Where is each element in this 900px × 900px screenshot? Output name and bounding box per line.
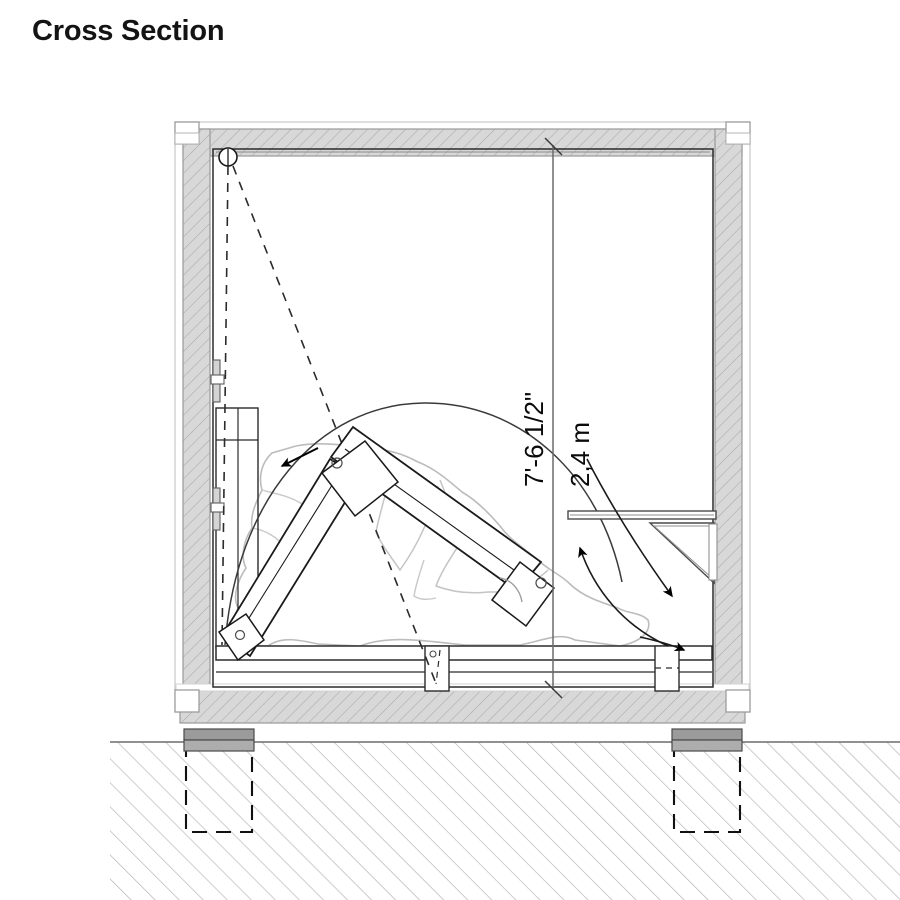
bed-platform <box>215 645 713 673</box>
shelf-bracket <box>648 522 718 585</box>
footing-left-dashed <box>184 742 254 834</box>
ground-fill <box>110 741 900 900</box>
interior-lining <box>212 148 714 688</box>
pier-right <box>671 728 743 752</box>
motion-arrow-bed <box>280 447 319 467</box>
motion-arrow-shelf-down <box>586 458 673 598</box>
motion-arrow-platform <box>639 636 686 652</box>
corner-casting-bottom-right <box>725 689 751 713</box>
bed-leg-center <box>424 645 450 692</box>
footing-right-dashed <box>672 742 742 834</box>
bed-leg-right <box>654 645 680 692</box>
corner-casting-top-right <box>725 121 751 145</box>
right-wall <box>714 128 743 690</box>
pier-left <box>183 728 255 752</box>
left-wall <box>182 128 211 690</box>
dimension-line-height <box>544 137 563 699</box>
corner-casting-bottom-left <box>174 689 200 713</box>
bed-swing-guide-lines <box>221 165 438 687</box>
fold-down-shelf <box>567 510 717 520</box>
dimension-label-metric: 2,4 m <box>565 422 595 487</box>
page-title: Cross Section <box>32 15 225 47</box>
motion-arrow-shelf-up <box>578 546 669 647</box>
wall-hinge-lower <box>210 487 225 531</box>
bed-hardware-plate <box>217 439 556 662</box>
bed-swing-arc <box>224 402 623 646</box>
wall-hinge-upper <box>210 359 225 403</box>
corner-casting-top-left <box>174 121 200 145</box>
dimension-label-imperial: 7'-6 1/2" <box>519 392 549 487</box>
bed-pivot-point <box>218 147 238 167</box>
